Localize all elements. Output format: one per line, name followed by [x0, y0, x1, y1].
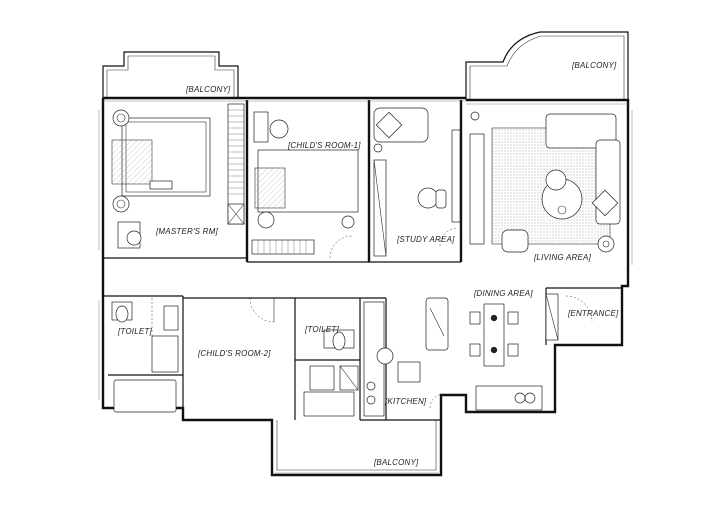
kitchen-label: [KITCHEN]	[384, 397, 427, 406]
dining-area-label: [DINING AREA]	[473, 289, 533, 298]
entrance-fixtures	[545, 293, 593, 341]
balcony-top-right-label: [BALCONY]	[571, 61, 617, 70]
living-area-label: [LIVING AREA]	[533, 253, 592, 262]
windows	[98, 100, 633, 474]
study-area-label: [STUDY AREA]	[396, 235, 455, 244]
living-furniture	[469, 111, 621, 253]
master-bed	[111, 109, 211, 213]
toilet-center-fixtures	[303, 329, 359, 417]
toilet-center-label: [TOILET]	[304, 325, 339, 334]
child2-room	[249, 297, 275, 323]
kitchen-fixtures	[363, 297, 449, 417]
childs-room-2-label: [CHILD'S ROOM-2]	[197, 349, 271, 358]
toilet-left-label: [TOILET]	[117, 327, 152, 336]
interior-walls	[103, 100, 622, 421]
study-furniture	[373, 107, 461, 257]
child1-bed	[251, 111, 359, 259]
master-wardrobe	[117, 103, 245, 249]
childs-room-1-label: [CHILD'S ROOM-1]	[287, 141, 361, 150]
room-labels: [BALCONY] [BALCONY] [MASTER'S RM] [CHILD…	[117, 61, 619, 467]
dining-furniture	[469, 303, 543, 411]
master-rm-label: [MASTER'S RM]	[155, 227, 218, 236]
toilet-left-fixtures	[111, 296, 179, 413]
entrance-label: [ENTRANCE]	[567, 309, 619, 318]
balcony-bottom-label: [BALCONY]	[373, 458, 419, 467]
balcony-top-left-label: [BALCONY]	[185, 85, 231, 94]
exterior-walls	[101, 31, 630, 477]
